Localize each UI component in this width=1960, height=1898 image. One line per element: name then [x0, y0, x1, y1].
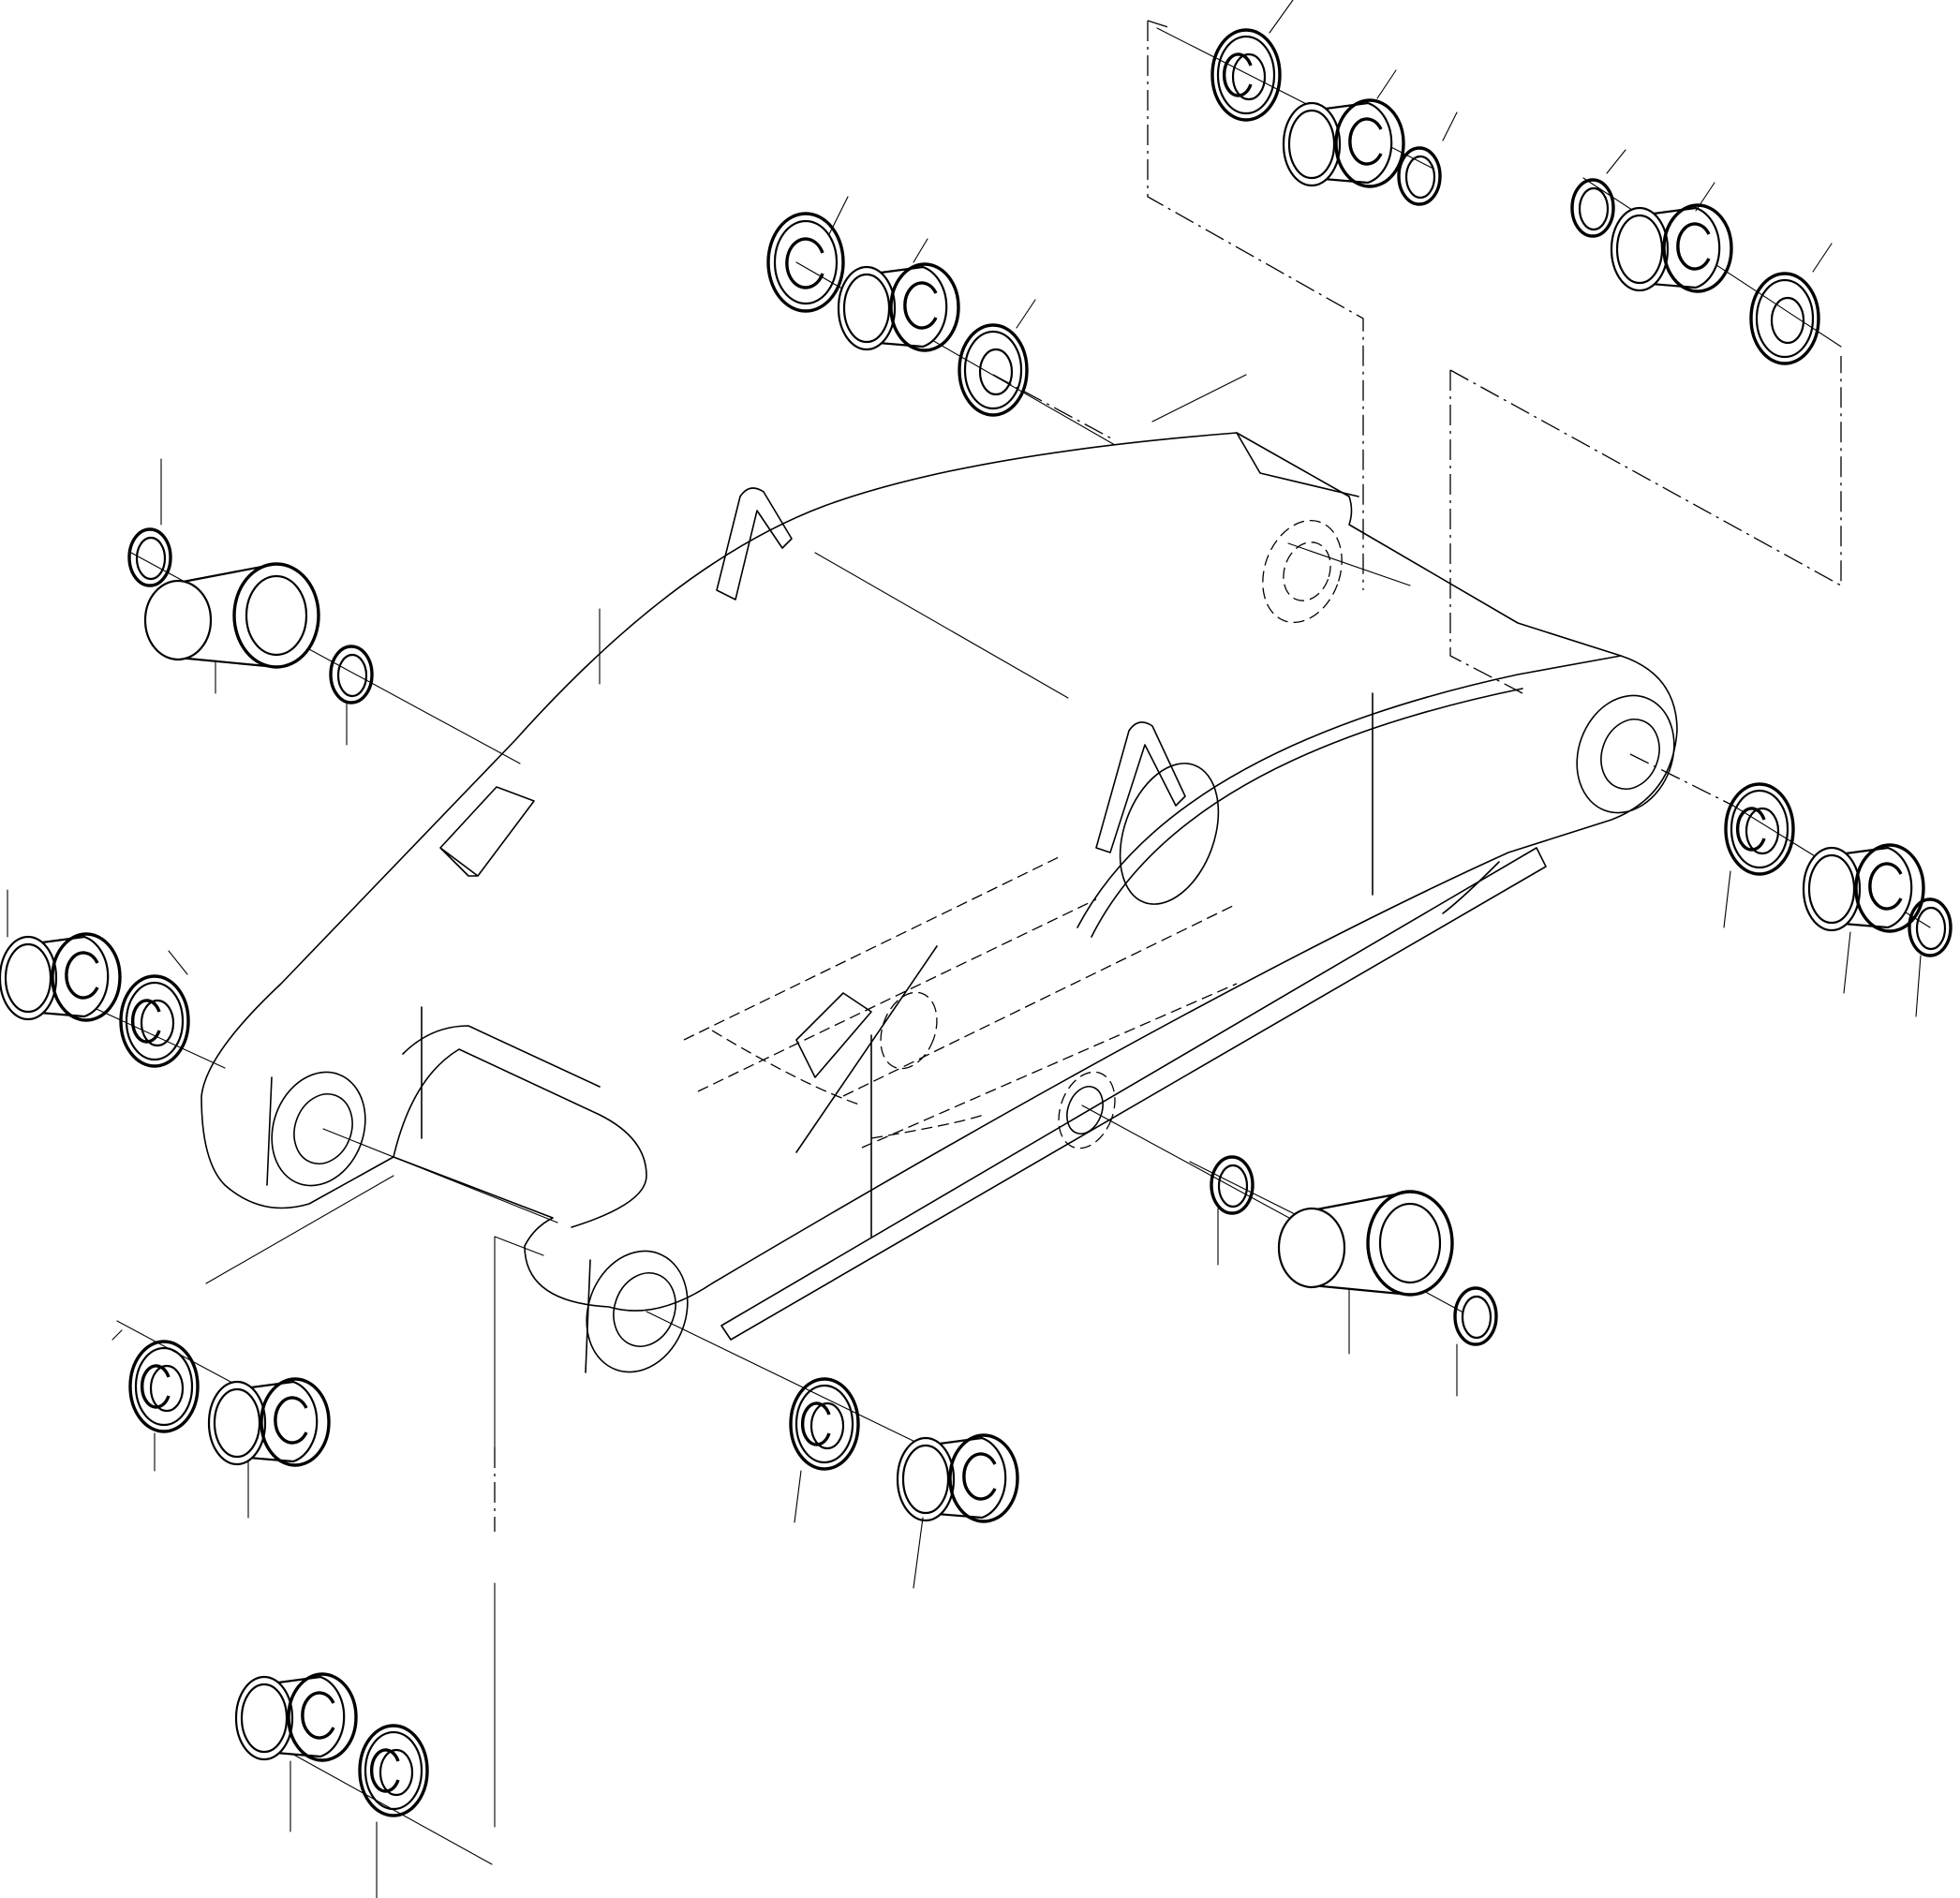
- flanged-bushing-icon: [0, 932, 122, 1022]
- washer-icon: [358, 1724, 429, 1817]
- bushing-group-top-right-1: [1210, 0, 1458, 206]
- seal-ring-icon: [1397, 146, 1442, 206]
- seal-ring-icon: [1453, 1286, 1498, 1346]
- seal-ring-icon: [329, 645, 374, 704]
- washer-icon: [789, 1377, 860, 1471]
- seal-ring-icon: [127, 527, 172, 587]
- bushing-group-left-lower: [111, 1329, 331, 1519]
- bushing-group-left-middle: [0, 889, 190, 1068]
- flanged-bushing-icon: [1610, 203, 1733, 293]
- flanged-bushing-icon: [837, 262, 960, 352]
- seal-ring-icon: [1210, 1155, 1255, 1215]
- flanged-bushing-icon: [1802, 843, 1925, 933]
- washer-icon: [958, 323, 1029, 417]
- washer-icon: [1749, 272, 1820, 365]
- bushing-group-bottom-left: [234, 1672, 429, 1898]
- bushing-group-bottom-center: [789, 1377, 1019, 1589]
- flanged-bushing-icon: [1282, 98, 1405, 188]
- flanged-bushing-icon: [234, 1672, 358, 1762]
- washer-icon: [1210, 28, 1282, 122]
- bushing-group-top-center: [766, 196, 1036, 417]
- bushing-group-right: [1723, 782, 1953, 1017]
- washer-icon: [128, 1340, 200, 1433]
- seal-ring-icon: [1570, 178, 1615, 238]
- bushing-group-upper-left: [127, 458, 374, 746]
- bushing-icon: [143, 562, 320, 669]
- excavator-boom-arm-icon: [200, 432, 1678, 1373]
- assembly-center-lines: [51, 20, 1931, 1865]
- flanged-bushing-icon: [896, 1433, 1019, 1523]
- bushing-group-center-right: [1210, 1155, 1498, 1397]
- bushing-icon: [1277, 1190, 1454, 1297]
- washer-icon: [1724, 782, 1795, 876]
- flanged-bushing-icon: [207, 1377, 331, 1467]
- washer-icon: [119, 974, 190, 1068]
- bushing-group-top-right-2: [1570, 149, 1833, 365]
